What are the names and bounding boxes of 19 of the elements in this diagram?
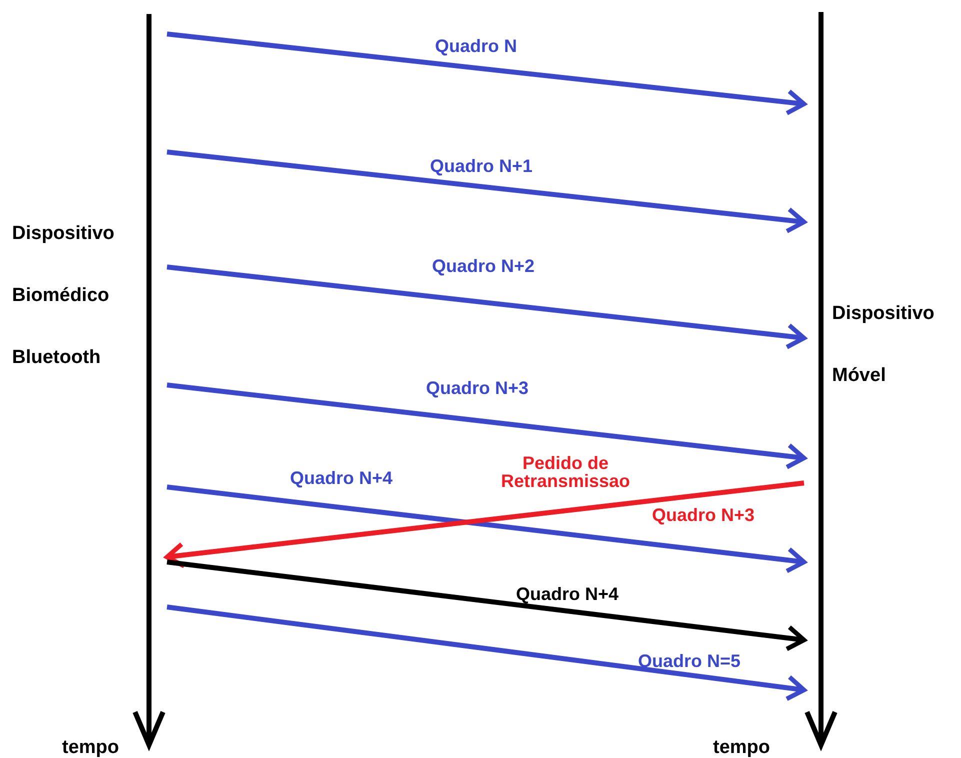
time-label: tempo [713,737,770,758]
device-label: Dispositivo Biomédico Bluetooth [12,222,116,370]
message-arrow [166,264,806,350]
time-label: tempo [62,737,119,758]
edge-label: Quadro N+4 [516,584,619,605]
edge-label: Pedido de Retransmissao [500,454,632,490]
message-label: Quadro N+3 [652,505,755,526]
message-arrow [166,560,806,652]
edge-label: Quadro N [435,36,518,57]
edge-label: Quadro N+4 [290,468,393,489]
message-arrow [166,150,806,234]
edge-label: Quadro N+2 [432,256,535,277]
message-arrow [166,32,806,116]
edge-label: Quadro N+1 [430,156,533,177]
message-arrow [166,604,806,702]
edge-label: Quadro N=5 [638,651,741,672]
message-arrow [166,382,806,470]
device-label: Dispositivo Móvel [832,302,936,388]
edge-label: Quadro N+3 [426,378,529,399]
